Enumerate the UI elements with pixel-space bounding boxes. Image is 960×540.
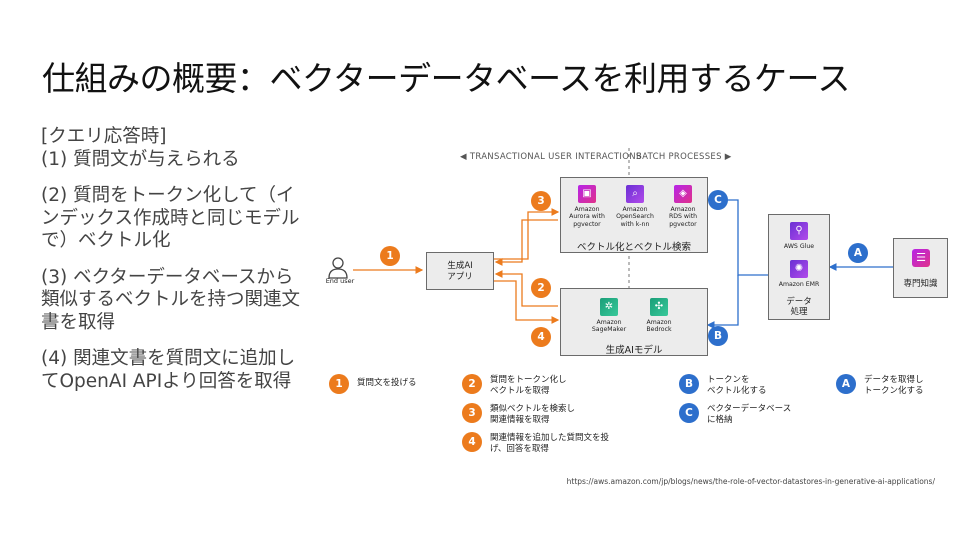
legend-c-text: ベクターデータベース に格納 — [707, 404, 792, 425]
legend-a-text: データを取得し トークン化する — [864, 375, 924, 396]
legend-1-text: 質問文を投げる — [357, 378, 417, 388]
sagemaker-service: ✲ Amazon SageMaker — [587, 298, 631, 334]
end-user-label: End user — [325, 277, 355, 285]
aurora-service: ▣ Amazon Aurora with pgvector — [565, 185, 609, 228]
query-steps: [クエリ応答時] (1) 質問文が与えられる (2) 質問をトークン化して（イン… — [41, 126, 311, 407]
legend-c: C ベクターデータベース に格納 — [679, 403, 791, 426]
knowledge-box: ☰ 専門知識 — [893, 238, 948, 298]
emr-label: Amazon EMR — [778, 281, 820, 288]
legend-1: 1 質問文を投げる — [329, 374, 417, 394]
glue-icon: ⚲ — [790, 222, 808, 240]
end-user-head — [332, 257, 344, 269]
bedrock-label: Amazon Bedrock — [646, 319, 672, 334]
glue-label: AWS Glue — [783, 243, 815, 250]
badge-c: C — [708, 190, 728, 210]
legend-2-badge: 2 — [462, 374, 482, 394]
legend-2: 2 質問をトークン化し ベクトルを取得 — [462, 374, 567, 397]
knowledge-label: 専門知識 — [903, 279, 938, 289]
genai-box-title: 生成AIモデル — [605, 345, 663, 356]
bedrock-icon: ✣ — [650, 298, 668, 316]
end-user-body — [328, 268, 348, 279]
badge-a: A — [848, 243, 868, 263]
emr-icon: ✺ — [790, 260, 808, 278]
data-processing-box: ⚲ AWS Glue ✺ Amazon EMR データ 処理 — [768, 214, 830, 320]
vector-box-title: ベクトル化とベクトル検索 — [576, 242, 691, 253]
section-batch: BATCH PROCESSES ▶ — [636, 152, 732, 162]
glue-service: ⚲ AWS Glue — [777, 222, 821, 250]
legend-4: 4 関連情報を追加した質問文を投 げ、回答を取得 — [462, 432, 609, 455]
legend-3-text: 類似ベクトルを検索し 関連情報を取得 — [490, 404, 576, 425]
rds-service: ◈ Amazon RDS with pgvector — [661, 185, 705, 228]
legend-b-badge: B — [679, 374, 699, 394]
flow-3-back — [494, 219, 558, 266]
badge-2: 2 — [531, 278, 551, 298]
legend-3: 3 類似ベクトルを検索し 関連情報を取得 — [462, 403, 575, 426]
source-url: https://aws.amazon.com/jp/blogs/news/the… — [566, 477, 935, 486]
step-4: (4) 関連文書を質問文に追加してOpenAI APIより回答を取得 — [41, 348, 296, 392]
badge-4: 4 — [531, 327, 551, 347]
section-transactional: ◀ TRANSACTIONAL USER INTERACTIONS — [460, 152, 642, 162]
architecture-diagram: ◀ TRANSACTIONAL USER INTERACTIONS BATCH … — [318, 140, 948, 470]
genai-model-box: ✲ Amazon SageMaker ✣ Amazon Bedrock 生成AI… — [560, 288, 708, 356]
slide-title: 仕組みの概要：ベクターデータベースを利用するケース — [42, 59, 850, 98]
query-heading: [クエリ応答時] — [41, 126, 167, 147]
rds-icon: ◈ — [674, 185, 692, 203]
rds-label: Amazon RDS with pgvector — [668, 206, 698, 228]
step-1: (1) 質問文が与えられる — [41, 148, 240, 170]
legend-3-badge: 3 — [462, 403, 482, 423]
database-icon: ☰ — [912, 249, 930, 267]
flow-c-line — [706, 196, 768, 276]
step-2: (2) 質問をトークン化して（インデックス作成時と同じモデルで）ベクトル化 — [41, 185, 300, 251]
genai-app-label: 生成AI アプリ — [447, 261, 473, 282]
legend-4-text: 関連情報を追加した質問文を投 げ、回答を取得 — [490, 433, 610, 454]
aurora-icon: ▣ — [578, 185, 596, 203]
flow-4-out — [494, 280, 560, 324]
flow-2-back — [494, 270, 558, 307]
legend-a: A データを取得し トークン化する — [836, 374, 924, 397]
flow-3-out — [494, 208, 560, 260]
badge-3: 3 — [531, 191, 551, 211]
opensearch-icon: ⌕ — [626, 185, 644, 203]
legend-b-text: トークンを ベクトル化する — [707, 375, 767, 396]
legend-4-badge: 4 — [462, 432, 482, 452]
opensearch-service: ⌕ Amazon OpenSearch with k-nn — [613, 185, 657, 228]
legend-a-badge: A — [836, 374, 856, 394]
opensearch-label: Amazon OpenSearch with k-nn — [616, 206, 654, 228]
genai-app-box: 生成AI アプリ — [426, 252, 494, 290]
sagemaker-label: Amazon SageMaker — [591, 319, 627, 334]
vector-search-box: ▣ Amazon Aurora with pgvector ⌕ Amazon O… — [560, 177, 708, 253]
data-box-title: データ 処理 — [786, 297, 812, 317]
legend-1-badge: 1 — [329, 374, 349, 394]
legend-2-text: 質問をトークン化し ベクトルを取得 — [490, 375, 567, 396]
aurora-label: Amazon Aurora with pgvector — [569, 206, 605, 228]
badge-b: B — [708, 326, 728, 346]
badge-1: 1 — [380, 246, 400, 266]
emr-service: ✺ Amazon EMR — [777, 260, 821, 288]
legend-c-badge: C — [679, 403, 699, 423]
bedrock-service: ✣ Amazon Bedrock — [637, 298, 681, 334]
step-3: (3) ベクターデータベースから類似するベクトルを持つ関連文書を取得 — [41, 266, 301, 333]
flow-b-line — [706, 275, 739, 329]
sagemaker-icon: ✲ — [600, 298, 618, 316]
legend-b: B トークンを ベクトル化する — [679, 374, 767, 397]
